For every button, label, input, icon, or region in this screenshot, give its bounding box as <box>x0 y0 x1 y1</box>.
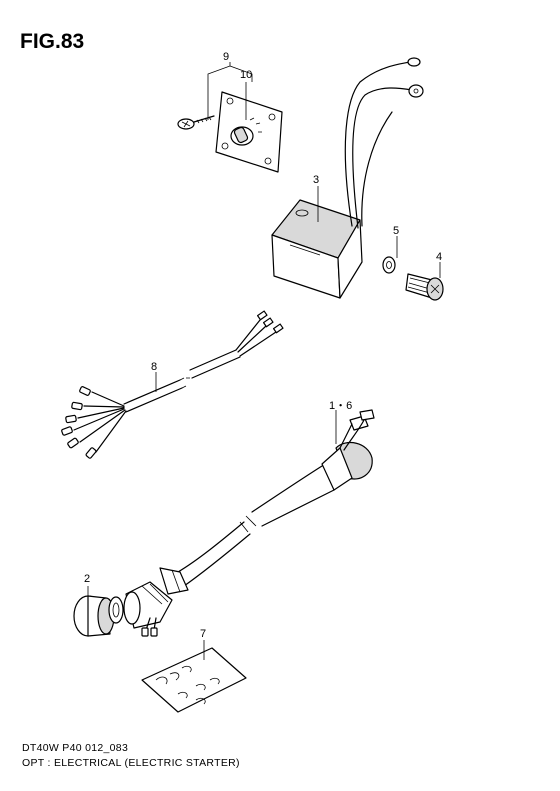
wire-harness[interactable] <box>61 310 284 459</box>
screw-small[interactable] <box>177 115 215 130</box>
control-box-wires <box>344 57 424 229</box>
control-box[interactable] <box>271 199 363 299</box>
figure-description: OPT : ELECTRICAL (ELECTRIC STARTER) <box>22 757 240 769</box>
callout-1-6: 1・6 <box>329 400 352 412</box>
label-set[interactable] <box>141 647 247 713</box>
figure-title: FIG.83 <box>20 30 85 53</box>
callout-8: 8 <box>151 361 157 373</box>
figure-code: DT40W P40 012_083 <box>22 742 129 754</box>
key-switch[interactable] <box>73 581 173 637</box>
starter-harness[interactable] <box>159 409 375 595</box>
callout-10: 10 <box>240 69 252 81</box>
callout-3: 3 <box>313 174 319 186</box>
callout-7: 7 <box>200 628 206 640</box>
callout-5: 5 <box>393 225 399 237</box>
callout-2: 2 <box>84 573 90 585</box>
washer[interactable] <box>382 256 396 274</box>
callout-9: 9 <box>223 51 229 63</box>
callout-4: 4 <box>436 251 442 263</box>
bolt[interactable] <box>405 273 444 301</box>
switch-plate-assembly[interactable] <box>177 91 283 173</box>
